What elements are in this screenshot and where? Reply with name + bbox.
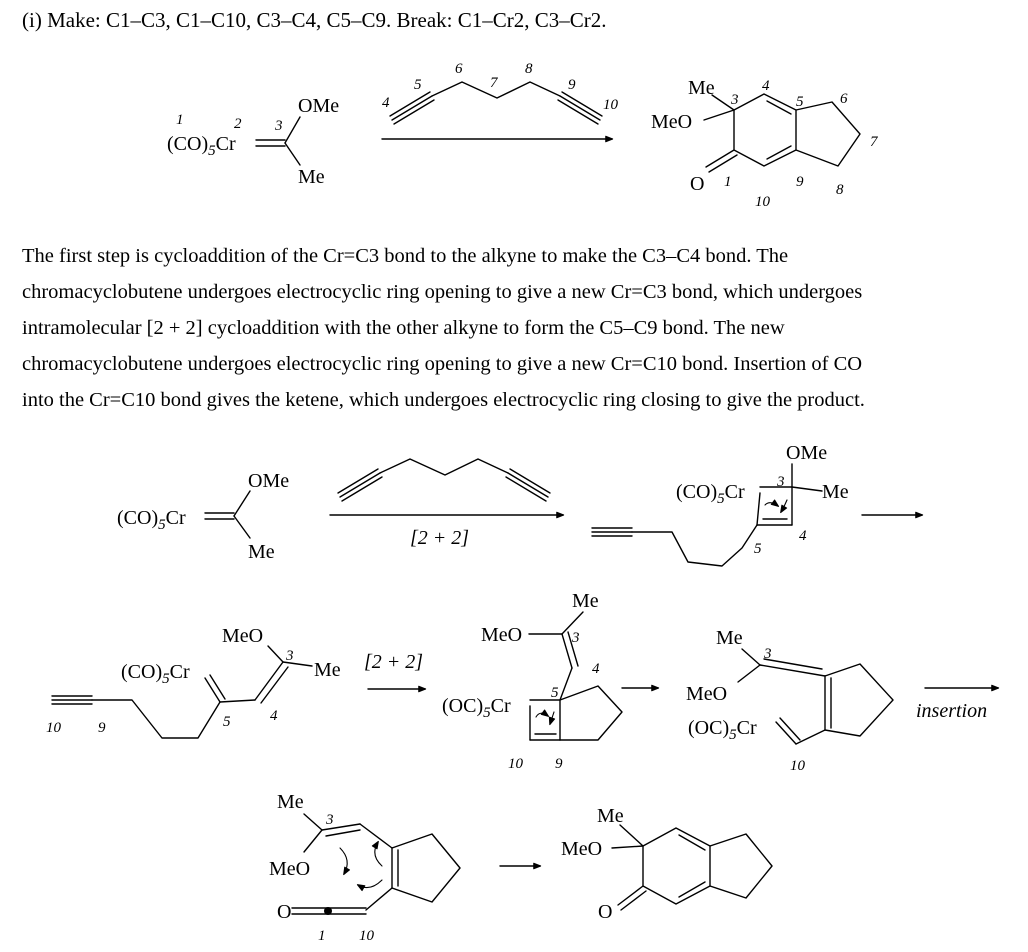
mech-ketene: Me 3 MeO O 1 10 [269, 791, 542, 944]
meo-label: MeO [481, 624, 522, 646]
step-label: [2 + 2] [410, 527, 469, 549]
atom-number: 3 [776, 474, 785, 490]
me-label: Me [822, 481, 849, 503]
atom-number: 5 [754, 541, 762, 557]
ome-label: OMe [248, 470, 289, 492]
step-label: insertion [916, 700, 987, 722]
explanation-line: The first step is cycloaddition of the C… [22, 245, 789, 267]
me-label: Me [716, 627, 743, 649]
mech-vinylcarbene: (CO)5Cr MeO Me 3 4 5 10 9 [2 + 2] [46, 625, 427, 739]
meo-label: MeO [269, 858, 310, 880]
atom-number: 6 [455, 61, 463, 77]
atom-number: 5 [414, 77, 422, 93]
atom-number: 3 [571, 630, 580, 646]
chromium-label: (OC)5Cr [688, 717, 757, 743]
explanation-line: intramolecular [2 + 2] cycloaddition wit… [22, 317, 785, 339]
mech-final-product: Me MeO O [561, 805, 773, 923]
me-label: Me [688, 77, 715, 99]
atom-number: 3 [274, 118, 283, 134]
atom-number: 9 [796, 174, 804, 190]
atom-number: 3 [763, 646, 772, 662]
step-label: [2 + 2] [364, 651, 423, 673]
ome-label: OMe [786, 442, 827, 464]
atom-number: 5 [223, 714, 231, 730]
meo-label: MeO [651, 111, 692, 133]
explanation-line: into the Cr=C10 bond gives the ketene, w… [22, 389, 865, 411]
chromium-label: (CO)5Cr [121, 661, 190, 687]
atom-number: 3 [285, 648, 294, 664]
atom-number: 9 [568, 77, 576, 93]
atom-number: 3 [730, 92, 739, 108]
atom-number: 10 [603, 97, 619, 113]
atom-number: 7 [870, 134, 879, 150]
top-product-indanone: Me MeO O 1 3 4 5 6 7 8 9 10 [651, 77, 879, 210]
atom-number: 10 [508, 756, 524, 772]
mech-dienylcarbene: Me 3 MeO (OC)5Cr 10 insertion [686, 627, 1000, 774]
chromium-label: (CO)5Cr [167, 133, 236, 159]
chromium-label: (OC)5Cr [442, 695, 511, 721]
mech-carbene-reactant: (CO)5Cr OMe Me [117, 470, 289, 563]
me-label: Me [298, 166, 325, 188]
explanation-line: chromacyclobutene undergoes electrocycli… [22, 281, 863, 303]
atom-number: 10 [359, 928, 375, 944]
atom-number: 9 [555, 756, 563, 772]
atom-number: 1 [176, 112, 184, 128]
atom-number: 1 [318, 928, 326, 944]
oxygen-label: O [598, 901, 612, 923]
atom-number: 10 [755, 194, 771, 210]
oxygen-label: O [277, 901, 291, 923]
mech-chromacyclobutene-2: Me MeO (OC)5Cr 3 4 5 10 9 [442, 590, 660, 772]
atom-number: 8 [836, 182, 844, 198]
meo-label: MeO [561, 838, 602, 860]
atom-number: 4 [382, 95, 390, 111]
me-label: Me [597, 805, 624, 827]
top-diyne: 4 5 6 7 8 9 10 [381, 61, 619, 143]
mech-diyne-reagent: [2 + 2] [329, 458, 565, 549]
me-label: Me [314, 659, 341, 681]
top-reactant-carbene: 1 2 3 (CO)5Cr OMe Me [167, 95, 339, 188]
chromium-label: (CO)5Cr [117, 507, 186, 533]
me-label: Me [572, 590, 599, 612]
atom-number: 1 [724, 174, 732, 190]
atom-number: 2 [234, 116, 242, 132]
atom-number: 7 [490, 75, 499, 91]
atom-number: 5 [796, 94, 804, 110]
me-label: Me [277, 791, 304, 813]
ome-label: OMe [298, 95, 339, 117]
atom-number: 4 [762, 78, 770, 94]
atom-number: 3 [325, 812, 334, 828]
explanation-line: chromacyclobutene undergoes electrocycli… [22, 353, 863, 375]
meo-label: MeO [222, 625, 263, 647]
atom-number: 5 [551, 685, 559, 701]
atom-number: 4 [270, 708, 278, 724]
atom-number: 4 [592, 661, 600, 677]
atom-number: 8 [525, 61, 533, 77]
chromium-label: (CO)5Cr [676, 481, 745, 507]
oxygen-label: O [690, 173, 704, 195]
problem-heading: (i) Make: C1–C3, C1–C10, C3–C4, C5–C9. B… [22, 8, 607, 32]
atom-number: 4 [799, 528, 807, 544]
meo-label: MeO [686, 683, 727, 705]
atom-number: 9 [98, 720, 106, 736]
mech-chromacyclobutene-1: (CO)5Cr OMe Me 3 4 5 [591, 442, 924, 567]
atom-number: 10 [46, 720, 62, 736]
atom-number: 6 [840, 91, 848, 107]
atom-number: 10 [790, 758, 806, 774]
mechanism-explanation: The first step is cycloaddition of the C… [22, 238, 1007, 418]
me-label: Me [248, 541, 275, 563]
